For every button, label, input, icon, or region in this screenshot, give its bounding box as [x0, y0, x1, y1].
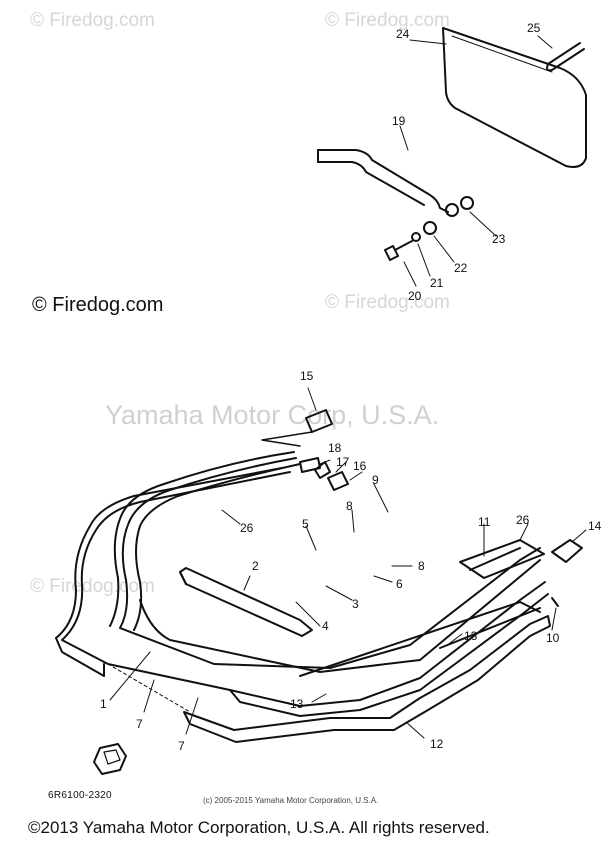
- callout-16: 16: [353, 459, 367, 473]
- callout-12: 12: [430, 737, 444, 751]
- callout-1: 1: [100, 697, 107, 711]
- callout-21: 21: [430, 276, 444, 290]
- callout-3: 3: [352, 597, 359, 611]
- callout-25: 25: [527, 21, 541, 35]
- part-26-rail-right: [459, 539, 545, 579]
- part-10-screw: [551, 597, 559, 607]
- watermark-firedog: © Firedog.com: [325, 10, 450, 31]
- callout-19: 19: [392, 114, 406, 128]
- callout-7: 7: [136, 717, 143, 731]
- callout-26: 26: [516, 513, 530, 527]
- callout-15: 15: [300, 369, 314, 383]
- part-15-clip: [305, 409, 333, 433]
- callout-10: 10: [546, 631, 560, 645]
- part-14-cap: [551, 539, 583, 563]
- part-2-stay: [179, 567, 313, 637]
- drawing-code: 6R6100-2320: [48, 790, 112, 801]
- callout-13: 13: [464, 629, 478, 643]
- part-bracket-small: [93, 743, 127, 775]
- small-copyright: (c) 2005-2015 Yamaha Motor Corporation, …: [203, 796, 379, 805]
- callout-8: 8: [418, 559, 425, 573]
- part-20-bolt: [384, 240, 413, 261]
- callout-26: 26: [240, 521, 254, 535]
- callout-7: 7: [178, 739, 185, 753]
- watermark-firedog: © Firedog.com: [30, 576, 155, 597]
- callout-23: 23: [492, 232, 506, 246]
- watermark-firedog: © Firedog.com: [325, 292, 450, 313]
- watermark-yamaha: Yamaha Motor Corp, U.S.A.: [105, 400, 440, 430]
- callout-8: 8: [346, 499, 353, 513]
- part-22-washer: [423, 221, 437, 235]
- part-24-plate: [442, 27, 587, 168]
- callout-24: 24: [396, 27, 410, 41]
- callout-14: 14: [588, 519, 602, 533]
- part-12-trim: [183, 615, 551, 743]
- callout-18: 18: [328, 441, 342, 455]
- callout-labels: 24 25 19 20 21 22 23 15 18 17 16 9 8 5 2…: [100, 21, 602, 753]
- callout-20: 20: [408, 289, 422, 303]
- watermark-firedog: © Firedog.com: [30, 10, 155, 31]
- callout-5: 5: [302, 517, 309, 531]
- part-26-rail-left: [119, 457, 541, 669]
- callout-4: 4: [322, 619, 329, 633]
- callout-9: 9: [372, 473, 379, 487]
- callout-17: 17: [336, 455, 350, 469]
- part-21-washer: [411, 232, 421, 242]
- callout-2: 2: [252, 559, 259, 573]
- part-19-bracket: [317, 149, 449, 213]
- part-16-bolt: [327, 471, 349, 491]
- part-1-gunwale-outer: [61, 471, 546, 707]
- callout-6: 6: [396, 577, 403, 591]
- callout-11: 11: [478, 515, 491, 529]
- part-25-screw: [546, 42, 585, 72]
- part-18-bushing: [299, 457, 321, 473]
- copyright-footer: ©2013 Yamaha Motor Corporation, U.S.A. A…: [28, 818, 490, 837]
- part-23-nut: [460, 196, 474, 210]
- part-17-collar: [314, 461, 331, 479]
- firedog-copyright-label: © Firedog.com: [32, 294, 164, 316]
- callout-13: 13: [290, 697, 304, 711]
- callout-22: 22: [454, 261, 468, 275]
